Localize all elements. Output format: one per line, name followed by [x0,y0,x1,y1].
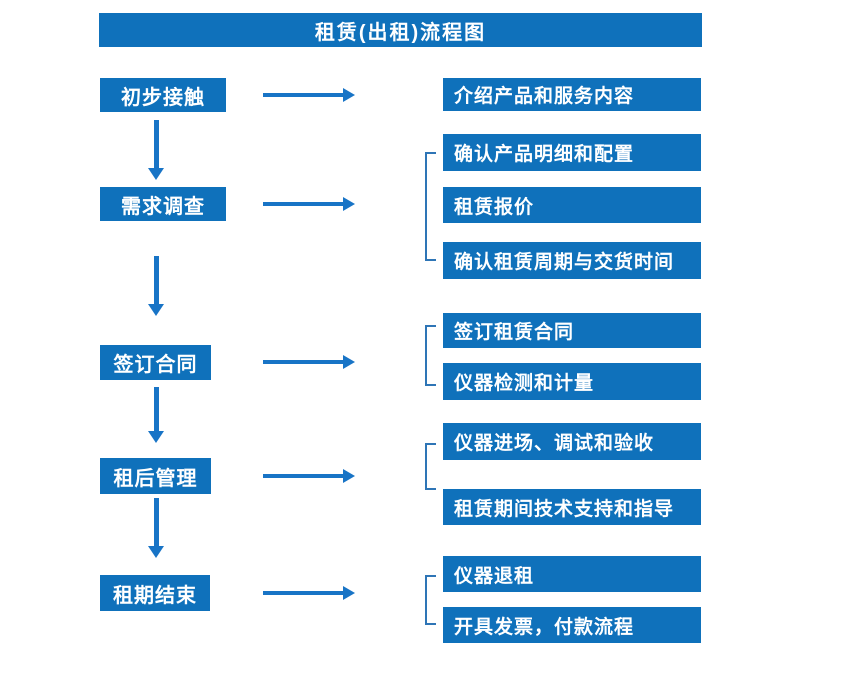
right-arrow-icon [263,469,355,483]
down-arrow-icon [148,120,164,180]
group-bracket-sign-contract [425,325,436,386]
step-box-post-rental-management: 租后管理 [100,458,211,494]
detail-box-rental-quote: 租赁报价 [443,187,701,223]
right-arrow-head [343,88,355,102]
detail-box-confirm-rental-period: 确认租赁周期与交货时间 [443,242,701,279]
right-arrow-head [343,197,355,211]
down-arrow-icon [148,387,164,443]
down-arrow-head [148,168,164,180]
right-arrow-icon [263,586,355,600]
right-arrow-shaft [263,474,344,478]
right-arrow-head [343,469,355,483]
down-arrow-head [148,304,164,316]
step-box-sign-contract: 签订合同 [100,345,211,380]
right-arrow-head [343,586,355,600]
step-box-rental-end: 租期结束 [100,575,210,611]
down-arrow-shaft [153,120,159,168]
group-bracket-rental-end [425,575,436,625]
step-box-demand-survey: 需求调查 [100,187,226,221]
step-box-initial-contact: 初步接触 [100,78,226,112]
down-arrow-icon [148,498,164,558]
down-arrow-head [148,431,164,443]
right-arrow-head [343,355,355,369]
group-bracket-post-rental [425,443,436,490]
down-arrow-shaft [153,387,159,431]
down-arrow-shaft [153,498,159,546]
detail-box-rental-tech-support: 租赁期间技术支持和指导 [443,489,701,525]
right-arrow-icon [263,355,355,369]
right-arrow-icon [263,88,355,102]
down-arrow-shaft [153,256,159,304]
right-arrow-shaft [263,202,344,206]
detail-box-instrument-inspection: 仪器检测和计量 [443,363,701,400]
right-arrow-icon [263,197,355,211]
detail-box-instrument-entry-acceptance: 仪器进场、调试和验收 [443,423,701,460]
detail-box-invoice-payment: 开具发票，付款流程 [443,607,701,643]
detail-box-sign-rental-contract: 签订租赁合同 [443,313,701,348]
down-arrow-head [148,546,164,558]
page-title: 租赁(出租)流程图 [99,13,702,47]
group-bracket-demand-survey [425,152,436,261]
down-arrow-icon [148,256,164,316]
detail-box-intro-products-services: 介绍产品和服务内容 [443,78,701,111]
right-arrow-shaft [263,591,344,595]
detail-box-instrument-return: 仪器退租 [443,556,701,592]
right-arrow-shaft [263,93,344,97]
detail-box-confirm-product-details: 确认产品明细和配置 [443,134,701,171]
right-arrow-shaft [263,360,344,364]
